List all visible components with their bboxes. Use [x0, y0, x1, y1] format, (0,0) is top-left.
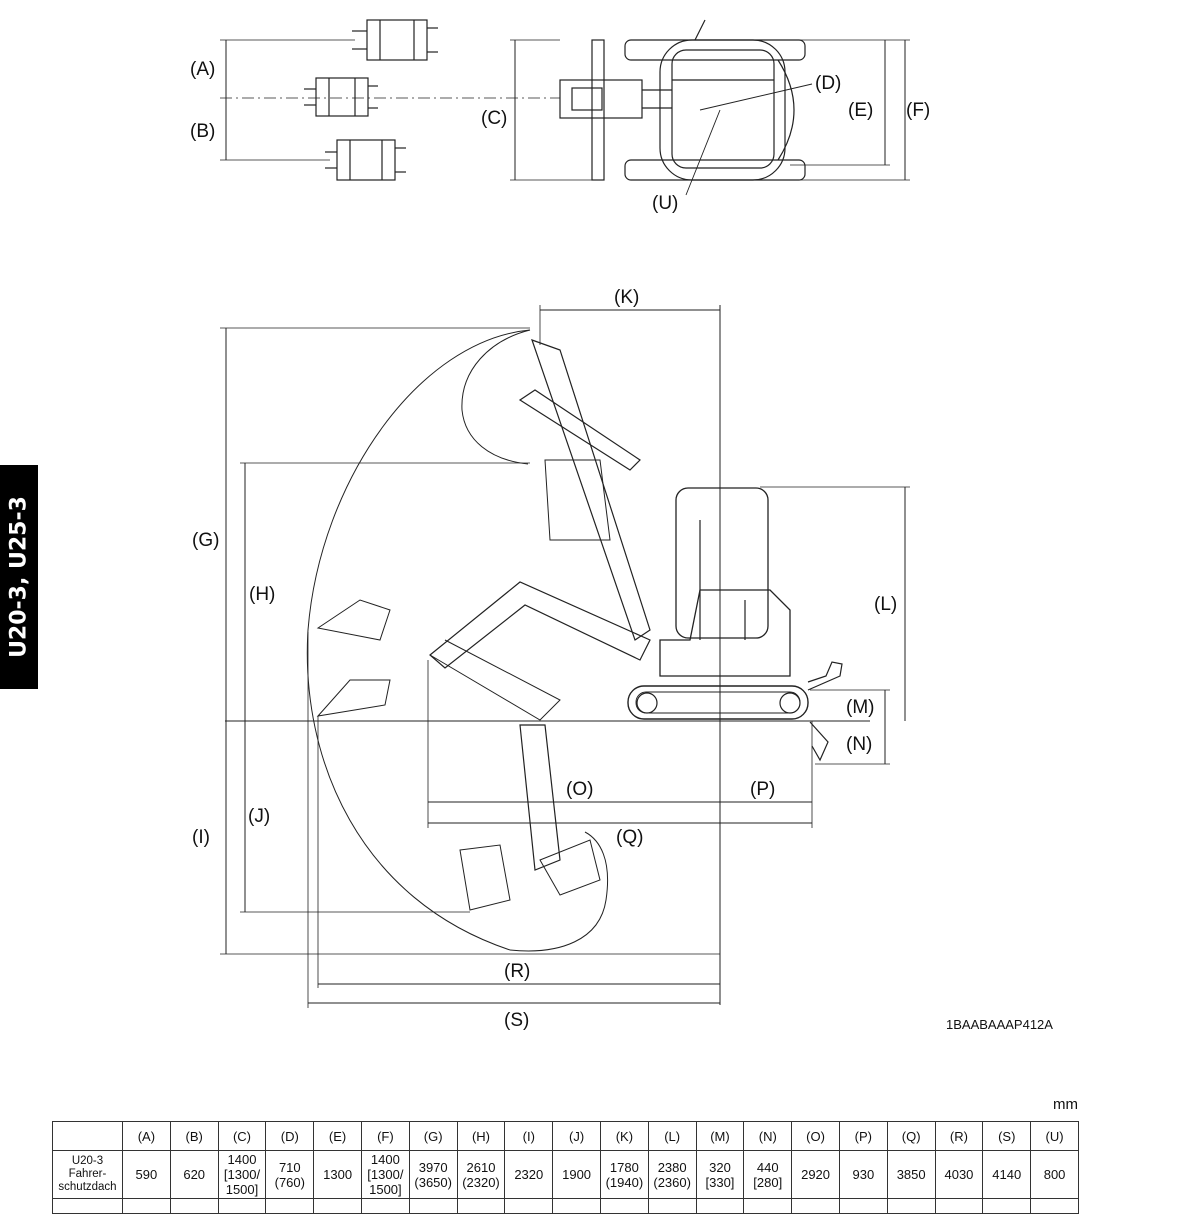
label-j: (J): [248, 806, 270, 827]
excavator-dimension-drawing: (A) (B) (C) (D) (E) (F) (U): [190, 19, 1053, 1032]
table-header-col: (F): [360, 1121, 410, 1151]
table-cell: 3850: [886, 1150, 936, 1199]
table-cell-empty: [1030, 1198, 1079, 1214]
table-cell-empty: [52, 1198, 123, 1214]
table-cell: 4140: [982, 1150, 1032, 1199]
table-header-col: (U): [1030, 1121, 1079, 1151]
table-cell-empty: [217, 1198, 267, 1214]
table-cell: 2920: [791, 1150, 840, 1199]
label-e: (E): [848, 100, 873, 121]
table-header-col: (C): [217, 1121, 267, 1151]
table-cell: 930: [838, 1150, 888, 1199]
label-f: (F): [906, 100, 930, 121]
table-cell-empty: [122, 1198, 171, 1214]
table-cell: 620: [169, 1150, 219, 1199]
table-cell-empty: [169, 1198, 219, 1214]
table-header-row: (A)(B)(C)(D)(E)(F)(G)(H)(I)(J)(K)(L)(M)(…: [52, 1121, 1079, 1151]
label-g: (G): [192, 530, 219, 551]
table-header-col: (B): [169, 1121, 219, 1151]
table-header-col: (H): [456, 1121, 506, 1151]
table-cell-empty: [504, 1198, 554, 1214]
table-cell-empty: [695, 1198, 745, 1214]
side-view: [220, 305, 910, 1008]
table-cell: 710(760): [265, 1150, 315, 1199]
label-i: (I): [192, 827, 210, 848]
label-u: (U): [652, 193, 678, 214]
label-k: (K): [614, 287, 639, 308]
table-cell: 1780(1940): [599, 1150, 649, 1199]
label-q: (Q): [616, 827, 643, 848]
table-header-col: (L): [647, 1121, 697, 1151]
table-cell: 1400[1300/1500]: [360, 1150, 410, 1199]
label-p: (P): [750, 779, 775, 800]
label-n: (N): [846, 734, 872, 755]
table-header-col: (J): [552, 1121, 601, 1151]
table-cell: 320[330]: [695, 1150, 745, 1199]
table-header-col: (M): [695, 1121, 745, 1151]
table-header-col: (D): [265, 1121, 315, 1151]
table-header-col: (I): [504, 1121, 554, 1151]
table-cell-empty: [886, 1198, 936, 1214]
table-cell: 3970(3650): [408, 1150, 458, 1199]
table-cell-empty: [838, 1198, 888, 1214]
table-cell-empty: [647, 1198, 697, 1214]
table-cell-empty: [408, 1198, 458, 1214]
table-cell-empty: [599, 1198, 649, 1214]
table-header-col: (S): [982, 1121, 1032, 1151]
label-c: (C): [481, 108, 507, 129]
table-header-col: (N): [743, 1121, 793, 1151]
top-view: [220, 19, 910, 196]
table-header-col: (K): [599, 1121, 649, 1151]
table-row-partial: [52, 1198, 1079, 1214]
table-cell: 1900: [552, 1150, 601, 1199]
label-b: (B): [190, 121, 215, 142]
table-cell-empty: [982, 1198, 1032, 1214]
table-header-col: (A): [122, 1121, 171, 1151]
dimension-table: (A)(B)(C)(D)(E)(F)(G)(H)(I)(J)(K)(L)(M)(…: [52, 1121, 1079, 1214]
table-header-col: (P): [838, 1121, 888, 1151]
table-cell: 440[280]: [743, 1150, 793, 1199]
table-cell-empty: [791, 1198, 840, 1214]
machine-top-view: [559, 19, 806, 181]
label-d: (D): [815, 73, 841, 94]
label-l: (L): [874, 594, 897, 615]
table-cell: 590: [122, 1150, 171, 1199]
table-unit: mm: [1053, 1096, 1078, 1113]
table-cell: 1300: [313, 1150, 362, 1199]
bucket-offset-right: [325, 139, 406, 181]
table-cell: 2610(2320): [456, 1150, 506, 1199]
table-cell: 2380(2360): [647, 1150, 697, 1199]
table-header-col: (O): [791, 1121, 840, 1151]
table-cell-empty: [456, 1198, 506, 1214]
table-cell-empty: [743, 1198, 793, 1214]
table-header-col: (G): [408, 1121, 458, 1151]
label-m: (M): [846, 697, 874, 718]
label-a: (A): [190, 59, 215, 80]
table-cell: 1400[1300/1500]: [217, 1150, 267, 1199]
table-header-model: [52, 1121, 123, 1151]
label-o: (O): [566, 779, 593, 800]
table-cell-empty: [552, 1198, 601, 1214]
label-h: (H): [249, 584, 275, 605]
table-header-col: (Q): [886, 1121, 936, 1151]
table-cell-empty: [360, 1198, 410, 1214]
bucket-offset-center: [304, 77, 378, 117]
table-cell: 800: [1030, 1150, 1079, 1199]
table-cell: 2320: [504, 1150, 554, 1199]
drawing-reference-code: 1BAABAAAP412A: [946, 1017, 1053, 1032]
table-cell-empty: [313, 1198, 362, 1214]
table-header-col: (R): [934, 1121, 984, 1151]
table-cell-empty: [265, 1198, 315, 1214]
table-header-col: (E): [313, 1121, 362, 1151]
bucket-offset-left: [352, 19, 438, 61]
section-side-tab: U20-3, U25-3: [0, 465, 38, 689]
label-r: (R): [504, 961, 530, 982]
table-cell: 4030: [934, 1150, 984, 1199]
table-cell-empty: [934, 1198, 984, 1214]
label-s: (S): [504, 1010, 529, 1031]
